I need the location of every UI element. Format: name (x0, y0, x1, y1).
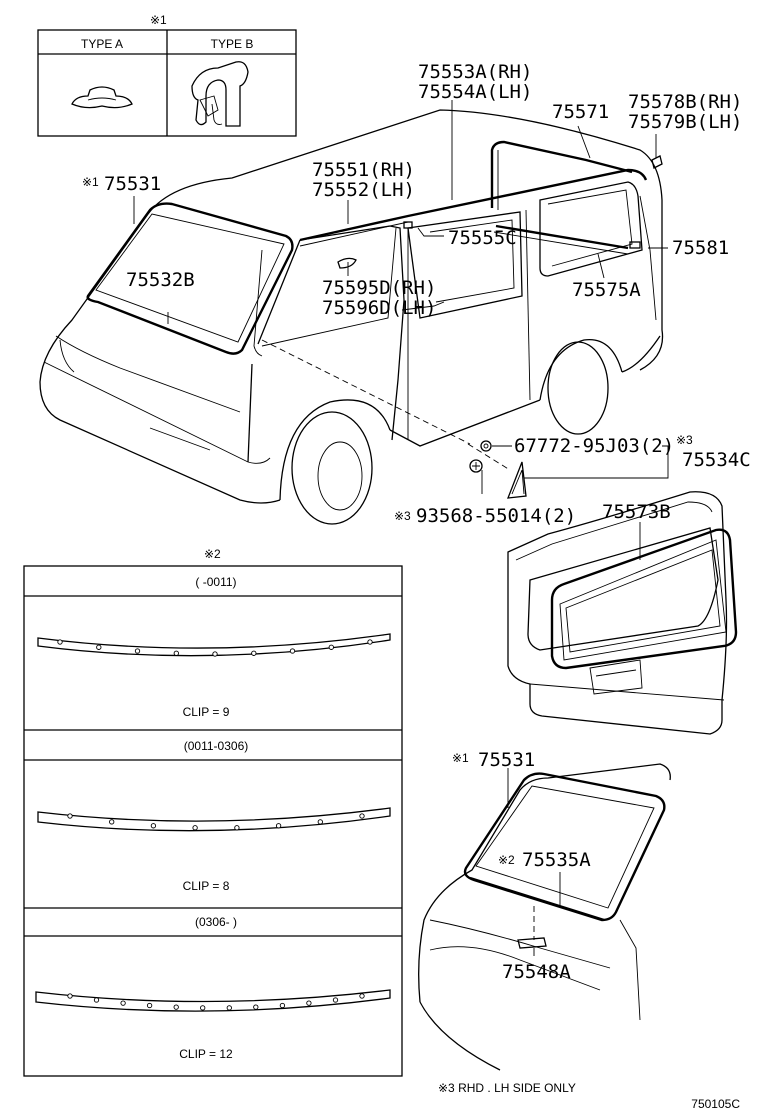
label-75578b: 75578B(RH) (628, 91, 742, 113)
label-75555c: 75555C (448, 227, 517, 249)
type-b-label: TYPE B (211, 37, 254, 51)
clip-hole (359, 813, 365, 819)
label-75531-bottom: 75531 (478, 749, 535, 771)
label-75595d: 75595D(RH) (322, 277, 436, 299)
clip-hole (289, 648, 296, 654)
clip-hole (67, 813, 73, 819)
label-75571: 75571 (552, 101, 609, 123)
rear-glass-75531 (463, 772, 666, 922)
clip-row-2-count: CLIP = 8 (183, 879, 230, 893)
rear-window-view: ※1 75531 ※2 75535A 75548A (418, 749, 671, 1071)
front-wheel (291, 411, 373, 525)
clip-hole (146, 1002, 153, 1009)
label-75581: 75581 (672, 237, 729, 259)
type-a-clip-shape (71, 86, 133, 109)
back-door-view: 75573B (507, 491, 738, 735)
label-75573b: 75573B (602, 501, 671, 523)
clip-hole (96, 644, 102, 650)
rear-moulding-75535a (469, 876, 605, 922)
belt-moulding (495, 224, 629, 250)
label-75551: 75551(RH) (312, 159, 415, 181)
screw-93568 (469, 459, 483, 473)
clip-hole (359, 993, 365, 999)
label-75534c: 75534C (682, 449, 751, 471)
leader-lines-main (133, 100, 669, 494)
label-ref2-75535a: ※2 (498, 853, 515, 867)
moulding-strip-1 (37, 633, 391, 657)
diagram-code: 750105C (691, 1097, 740, 1111)
clip-row-2-period: (0011-0306) (184, 739, 249, 753)
clip-hole (134, 648, 141, 654)
clip-hole (173, 1004, 179, 1010)
clip-table-frame (23, 565, 403, 1077)
part-labels-main: ※1 75531 75532B 75551(RH) 75552(LH) 7555… (82, 61, 751, 527)
moulding-strip-2 (37, 807, 391, 832)
label-67772: 67772-95J03(2) (514, 435, 674, 457)
label-75579b: 75579B(LH) (628, 111, 742, 133)
clip-row-1-count: CLIP = 9 (183, 705, 230, 719)
label-ref3-75534c: ※3 (676, 433, 693, 447)
van-main-view (39, 109, 664, 525)
clip-67772 (480, 440, 492, 452)
type-b-clip-shape (191, 61, 249, 127)
type-box-ref-mark: ※1 (150, 13, 167, 27)
clip-hole (332, 997, 339, 1003)
label-ref1-75531-bottom: ※1 (452, 751, 469, 765)
label-75552: 75552(LH) (312, 179, 415, 201)
label-75596d: 75596D(LH) (322, 297, 436, 319)
clip-hole (234, 825, 240, 831)
clip-hole (251, 650, 257, 656)
clip-hole (317, 819, 323, 825)
roof-side-moulding (490, 140, 633, 208)
quarter-glass-piece (507, 461, 527, 499)
label-75531-top: 75531 (104, 173, 161, 195)
clip-hole (226, 1005, 232, 1011)
clip-hole (200, 1005, 206, 1011)
clip-row-1-period: ( -0011) (195, 575, 236, 589)
clip-hole (275, 823, 282, 829)
label-75548a: 75548A (502, 961, 571, 983)
clip-hole (93, 997, 100, 1003)
label-75554a: 75554A(LH) (418, 81, 532, 103)
clip-hole (212, 651, 218, 657)
clip-hole (109, 819, 115, 825)
type-box: ※1 TYPE A TYPE B (37, 13, 297, 137)
clip-table-ref-mark: ※2 (204, 547, 221, 561)
back-door-weatherstrip (550, 528, 738, 670)
clip-hole (306, 1000, 312, 1006)
clip-hole (120, 1000, 126, 1006)
label-75532b: 75532B (126, 269, 195, 291)
windshield-glass (86, 202, 294, 355)
rear-wheel (547, 341, 609, 435)
footnote-rhd: ※3 RHD . LH SIDE ONLY (438, 1081, 576, 1095)
label-ref1-75531-top: ※1 (82, 175, 99, 189)
clip-hole (367, 639, 373, 645)
clip-row-3-period: (0306- ) (195, 915, 237, 929)
clip-hole (279, 1002, 286, 1009)
moulding-strip-3 (35, 989, 391, 1012)
label-75535a: 75535A (522, 849, 591, 871)
clip-hole (173, 650, 179, 656)
clip-row-3-count: CLIP = 12 (179, 1047, 233, 1061)
clip-hole (192, 825, 198, 831)
clip-hole (253, 1004, 259, 1010)
clip-hole (67, 993, 73, 999)
clip-table: ※2 ( -0011) CLIP = 9 (0011-0306) CLIP = … (23, 547, 403, 1077)
label-93568: 93568-55014(2) (416, 505, 576, 527)
clip-hole (150, 823, 157, 829)
plate-75548a (517, 937, 547, 949)
clip-hole (328, 644, 334, 650)
label-ref3-93568: ※3 (394, 509, 411, 523)
clip-hole (57, 639, 63, 645)
type-a-label: TYPE A (81, 37, 123, 51)
label-75553a: 75553A(RH) (418, 61, 532, 83)
label-75575a: 75575A (572, 279, 641, 301)
